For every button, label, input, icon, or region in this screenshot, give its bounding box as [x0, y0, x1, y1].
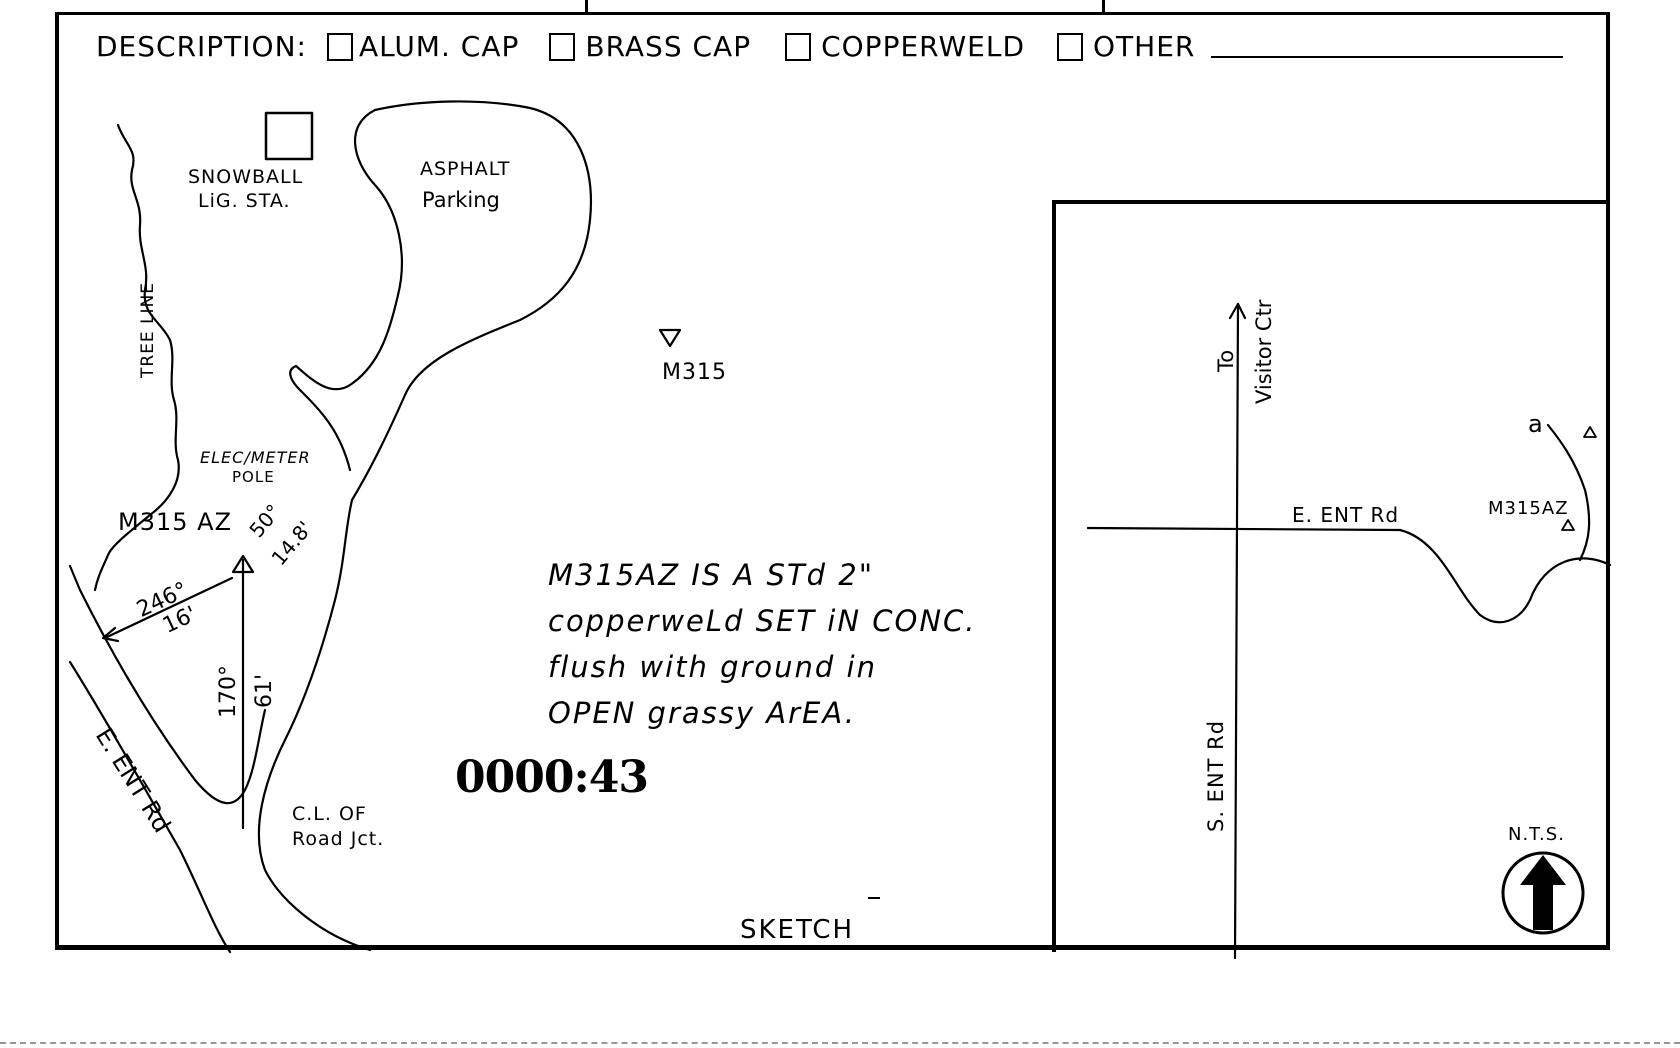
inset-road-curve [1398, 528, 1612, 624]
az-mark-label: M315 AZ [118, 508, 233, 536]
az-mark-triangle [231, 554, 255, 574]
note-line: OPEN grassy ArEA. [548, 696, 856, 730]
other-fill-line[interactable] [1211, 36, 1564, 58]
elec-meter-label: ELEC/METER [200, 448, 311, 467]
light-station-label: LiG. STA. [198, 190, 291, 212]
note-line: copperweLd SET iN CONC. [548, 604, 977, 638]
copperweld-label: COPPERWELD [821, 30, 1026, 63]
inset-e-ent-label: E. ENT Rd [1292, 503, 1400, 527]
traverse-line-246 [103, 576, 234, 640]
copperweld-option[interactable]: COPPERWELD [785, 30, 1025, 63]
page-edge-artifact [0, 1042, 1680, 1048]
inset-mark-triangle [1583, 426, 1597, 438]
other-checkbox[interactable] [1057, 32, 1084, 61]
copperweld-checkbox[interactable] [785, 32, 812, 61]
other-option[interactable]: OTHER [1057, 30, 1195, 63]
other-label: OTHER [1093, 30, 1196, 63]
asphalt-parking-inner [289, 108, 403, 472]
north-arrow-circle [1501, 851, 1585, 935]
alum-cap-checkbox[interactable] [326, 32, 353, 61]
description-row: DESCRIPTION: ALUM. CAP BRASS CAP COPPERW… [96, 30, 1564, 63]
mark-id-label: M315 [662, 360, 727, 385]
light-station-symbol [264, 111, 314, 161]
inset-to-label: To [1214, 349, 1238, 372]
road-jct-label: Road Jct. [292, 828, 385, 850]
brass-cap-label: BRASS CAP [585, 30, 752, 63]
alum-cap-option[interactable]: ALUM. CAP [326, 30, 520, 63]
description-label: DESCRIPTION: [96, 30, 307, 63]
form-top-border [55, 12, 1610, 15]
note-line: flush with ground in [548, 650, 877, 684]
mark-triangle [658, 328, 682, 348]
inset-trail [1546, 423, 1591, 562]
mark-description-note: M315AZ IS A STd 2" copperweLd SET iN CON… [548, 552, 976, 736]
distance-61: 61' [252, 673, 277, 708]
snowball-label: SNOWBALL [188, 166, 304, 188]
pole-label: POLE [232, 468, 275, 486]
road-edge-outer [68, 660, 232, 954]
alum-cap-label: ALUM. CAP [358, 30, 520, 63]
road-edge [68, 564, 267, 805]
nts-label: N.T.S. [1508, 824, 1565, 845]
arrow-head [101, 626, 120, 643]
brass-cap-option[interactable]: BRASS CAP [549, 30, 751, 63]
inset-az-label: M315AZ [1488, 498, 1569, 519]
note-line: M315AZ IS A STd 2" [548, 558, 875, 592]
north-arrow-icon [1520, 855, 1566, 930]
inset-mark-label: a [1528, 410, 1543, 438]
parking-label: Parking [422, 188, 500, 212]
sketch-frame [55, 12, 1610, 950]
inset-az-triangle [1561, 519, 1575, 531]
form-divider [585, 0, 588, 14]
inset-arrow [1228, 302, 1247, 320]
inset-s-ent-label: S. ENT Rd [1204, 719, 1228, 832]
tree-line-label: TREE LINE [138, 281, 158, 378]
page-stamp-number: 0000:43 [455, 752, 649, 803]
vicinity-inset [1052, 200, 1610, 952]
inset-visitor-label: Visitor Ctr [1252, 299, 1276, 404]
sketch-title: SKETCH [740, 915, 855, 945]
form-divider [1102, 0, 1105, 14]
bearing-170: 170° [216, 665, 241, 718]
brass-cap-checkbox[interactable] [549, 32, 576, 61]
cl-label: C.L. OF [292, 803, 367, 825]
s-ent-road-line [1233, 302, 1240, 960]
tree-line [93, 123, 180, 592]
asphalt-parking-outline [257, 100, 592, 952]
e-ent-road-line [1086, 526, 1402, 532]
asphalt-label: ASPHALT [420, 158, 511, 180]
